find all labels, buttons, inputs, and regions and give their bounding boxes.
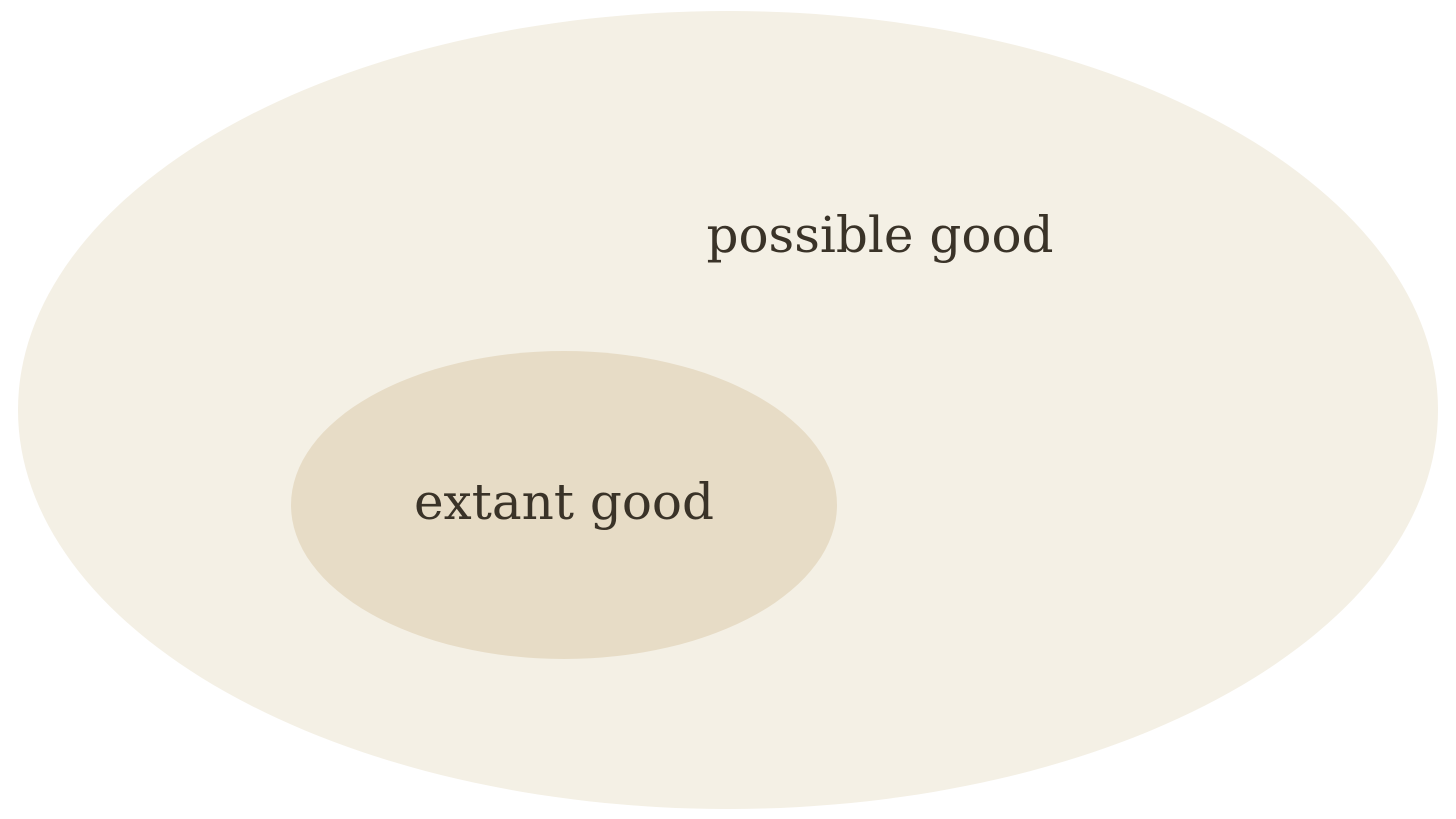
possible-good-label: possible good [706, 206, 1053, 264]
extant-good-ellipse [291, 351, 837, 659]
extant-good-label: extant good [414, 473, 714, 531]
